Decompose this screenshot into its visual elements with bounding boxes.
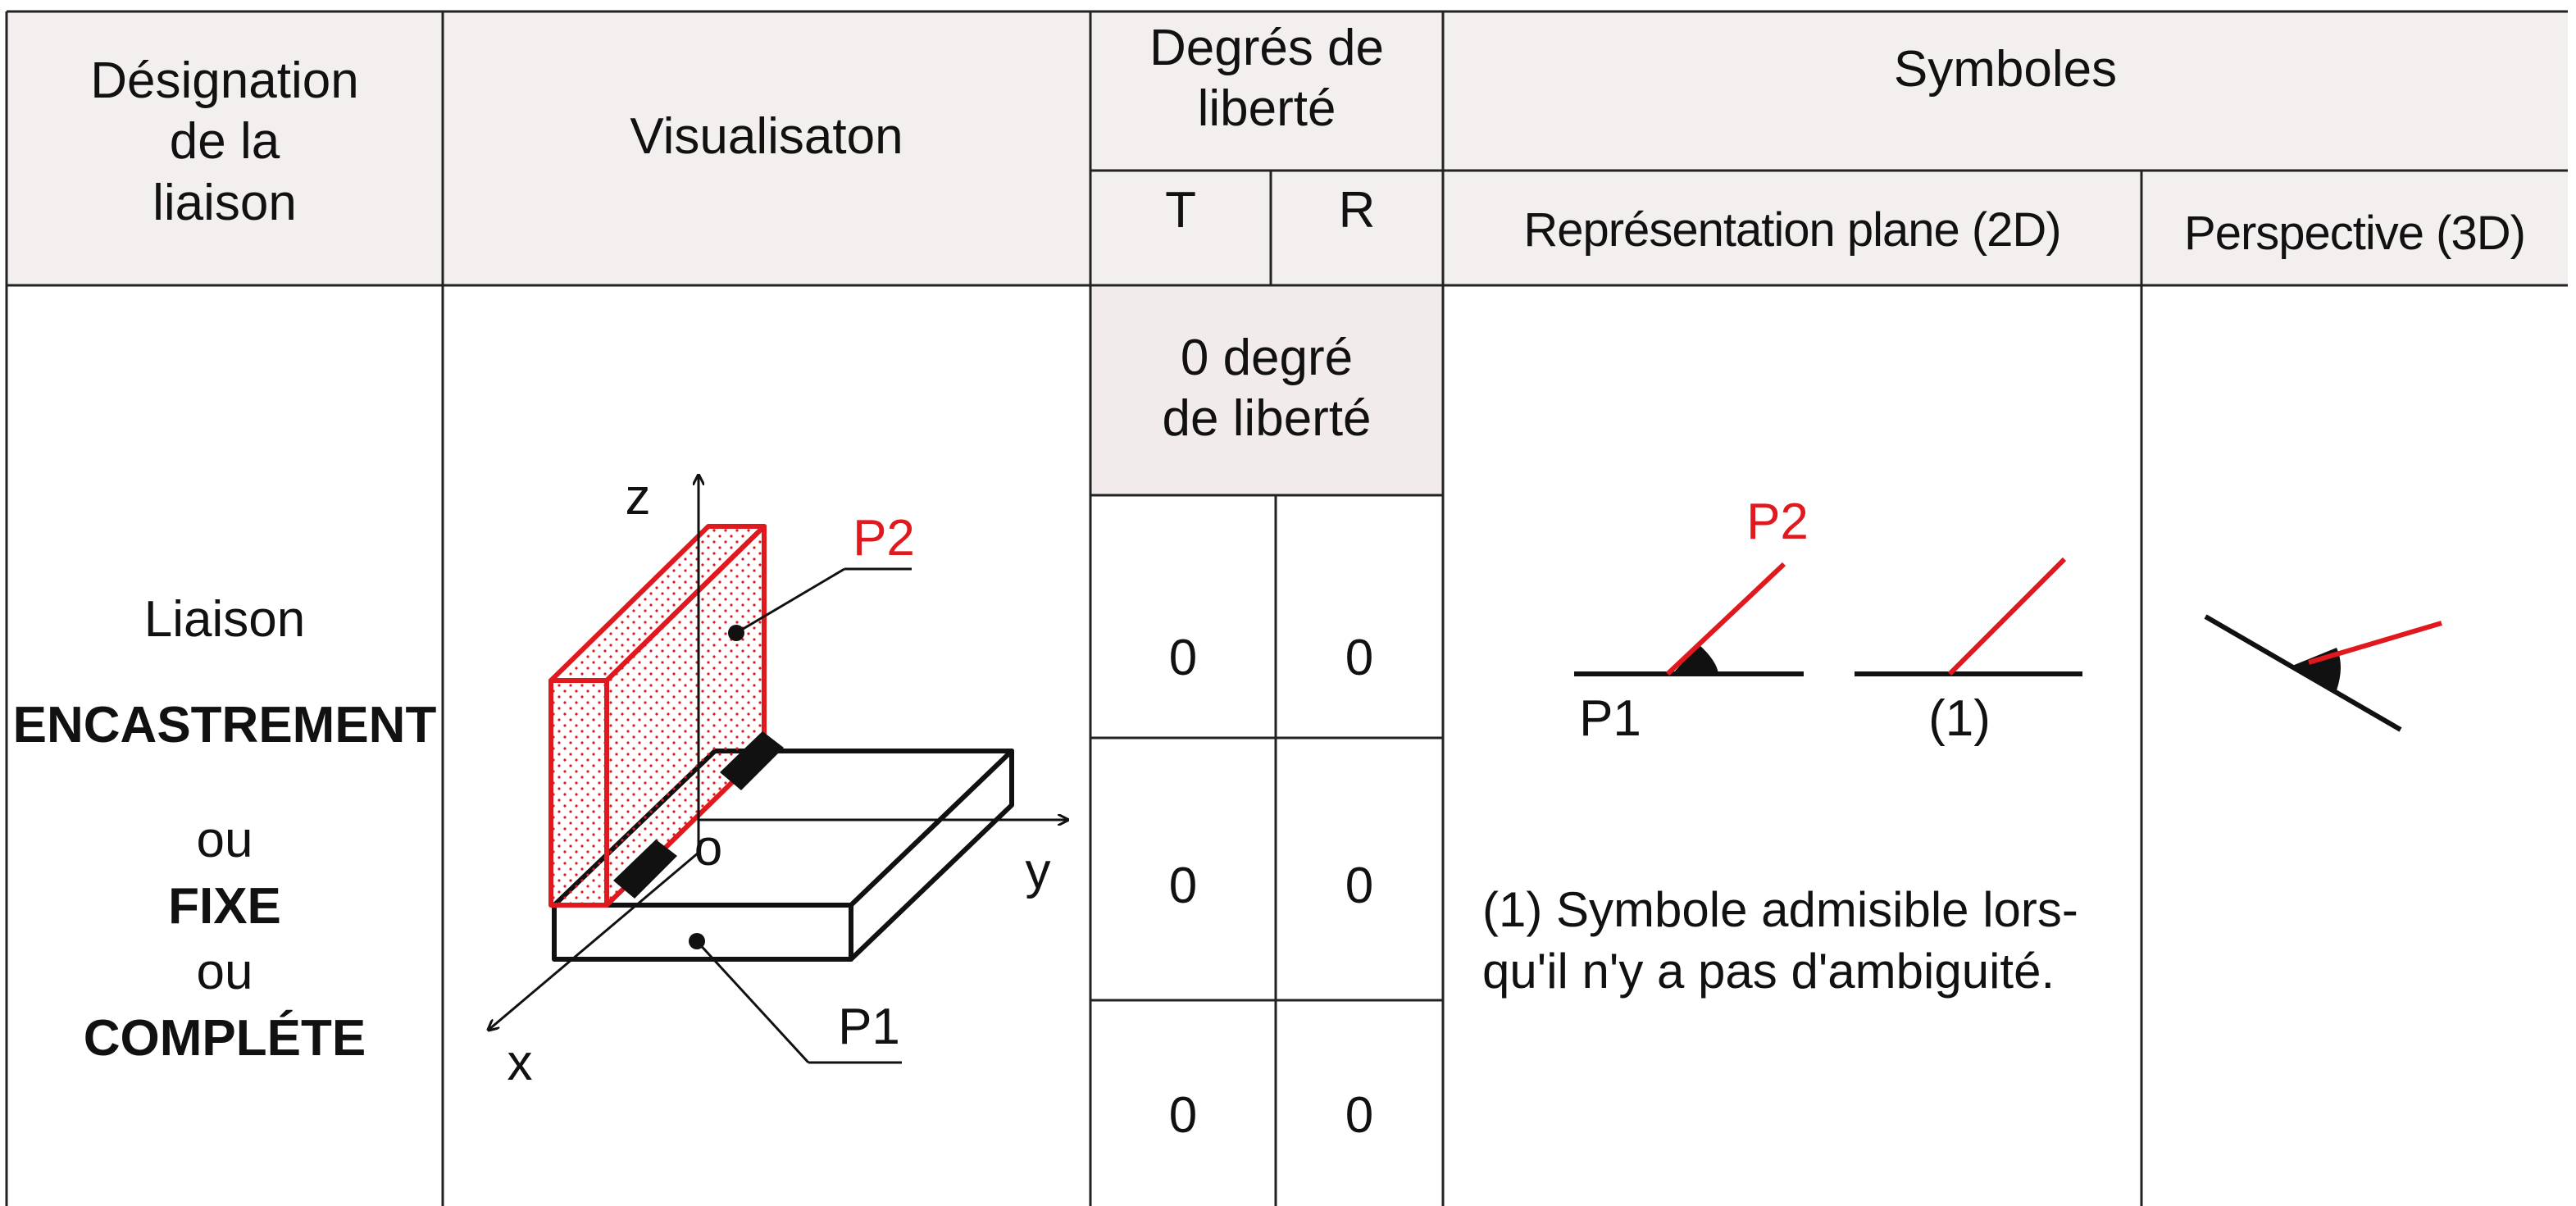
dof-t-2: 0 <box>1168 858 1198 914</box>
dof-title: 0 degré de liberté <box>1090 328 1443 450</box>
symbol-p2-label: P2 <box>1746 494 1809 550</box>
header-plane: Représentation plane (2D) <box>1523 203 2061 257</box>
header-perspective: Perspective (3D) <box>2184 207 2526 260</box>
header-visualisation: Visualisaton <box>630 108 903 165</box>
dof-t-1: 0 <box>1168 630 1198 686</box>
symbol-p1-label: P1 <box>1579 690 1641 747</box>
dof-r-1: 0 <box>1345 630 1374 686</box>
dof-title-background <box>1090 287 1443 495</box>
header-degres: Degrés de liberté <box>1090 18 1443 140</box>
dof-r-2: 0 <box>1345 858 1374 914</box>
symbol-3d <box>2204 614 2442 732</box>
liaison-complete: COMPLÉTE <box>83 1009 366 1067</box>
header-designation-line-1: Désignation <box>90 52 359 109</box>
liaison-ou-1: ou <box>196 812 253 869</box>
liaison-ou-2: ou <box>196 944 253 1001</box>
axis-x-label: x <box>507 1035 533 1091</box>
symbol-2d <box>1574 557 2082 676</box>
encastrement-figure <box>489 476 1067 1064</box>
dof-t-3: 0 <box>1168 1087 1198 1144</box>
part-p1-label: P1 <box>838 999 900 1055</box>
symbol-note-line-1: (1) Symbole admisible lors- <box>1482 882 2078 937</box>
liaison-word: Liaison <box>143 591 306 648</box>
part-p2-label: P2 <box>853 510 915 567</box>
axis-z-label: z <box>625 469 651 526</box>
header-designation-line-3: liaison <box>152 174 297 231</box>
axis-y-label: y <box>1025 843 1051 899</box>
symbol-note: (1) Symbole admisible lors- qu'il n'y a … <box>1482 879 2122 1002</box>
dof-title-line-1: 0 degré <box>1180 330 1354 386</box>
dof-title-line-2: de liberté <box>1162 390 1372 448</box>
header-degres-line-1: Degrés de <box>1149 20 1385 76</box>
header-r: R <box>1338 182 1376 239</box>
liaison-encastrement: ENCASTREMENT <box>12 696 437 753</box>
header-t: T <box>1165 182 1196 239</box>
origin-label: o <box>694 820 723 876</box>
dof-r-3: 0 <box>1345 1087 1374 1144</box>
symbol-alt-label: (1) <box>1928 690 1991 747</box>
symbol-note-line-2: qu'il n'y a pas d'ambiguité. <box>1482 944 2055 999</box>
liaison-name: Liaison ENCASTREMENT ou FIXE ou COMPLÉTE <box>7 587 443 1072</box>
header-designation-line-2: de la <box>169 113 280 171</box>
header-designation: Désignation de la liaison <box>7 51 443 234</box>
liaison-fixe: FIXE <box>168 877 281 935</box>
header-degres-line-2: liberté <box>1197 80 1336 138</box>
header-symboles: Symboles <box>1893 41 2118 98</box>
